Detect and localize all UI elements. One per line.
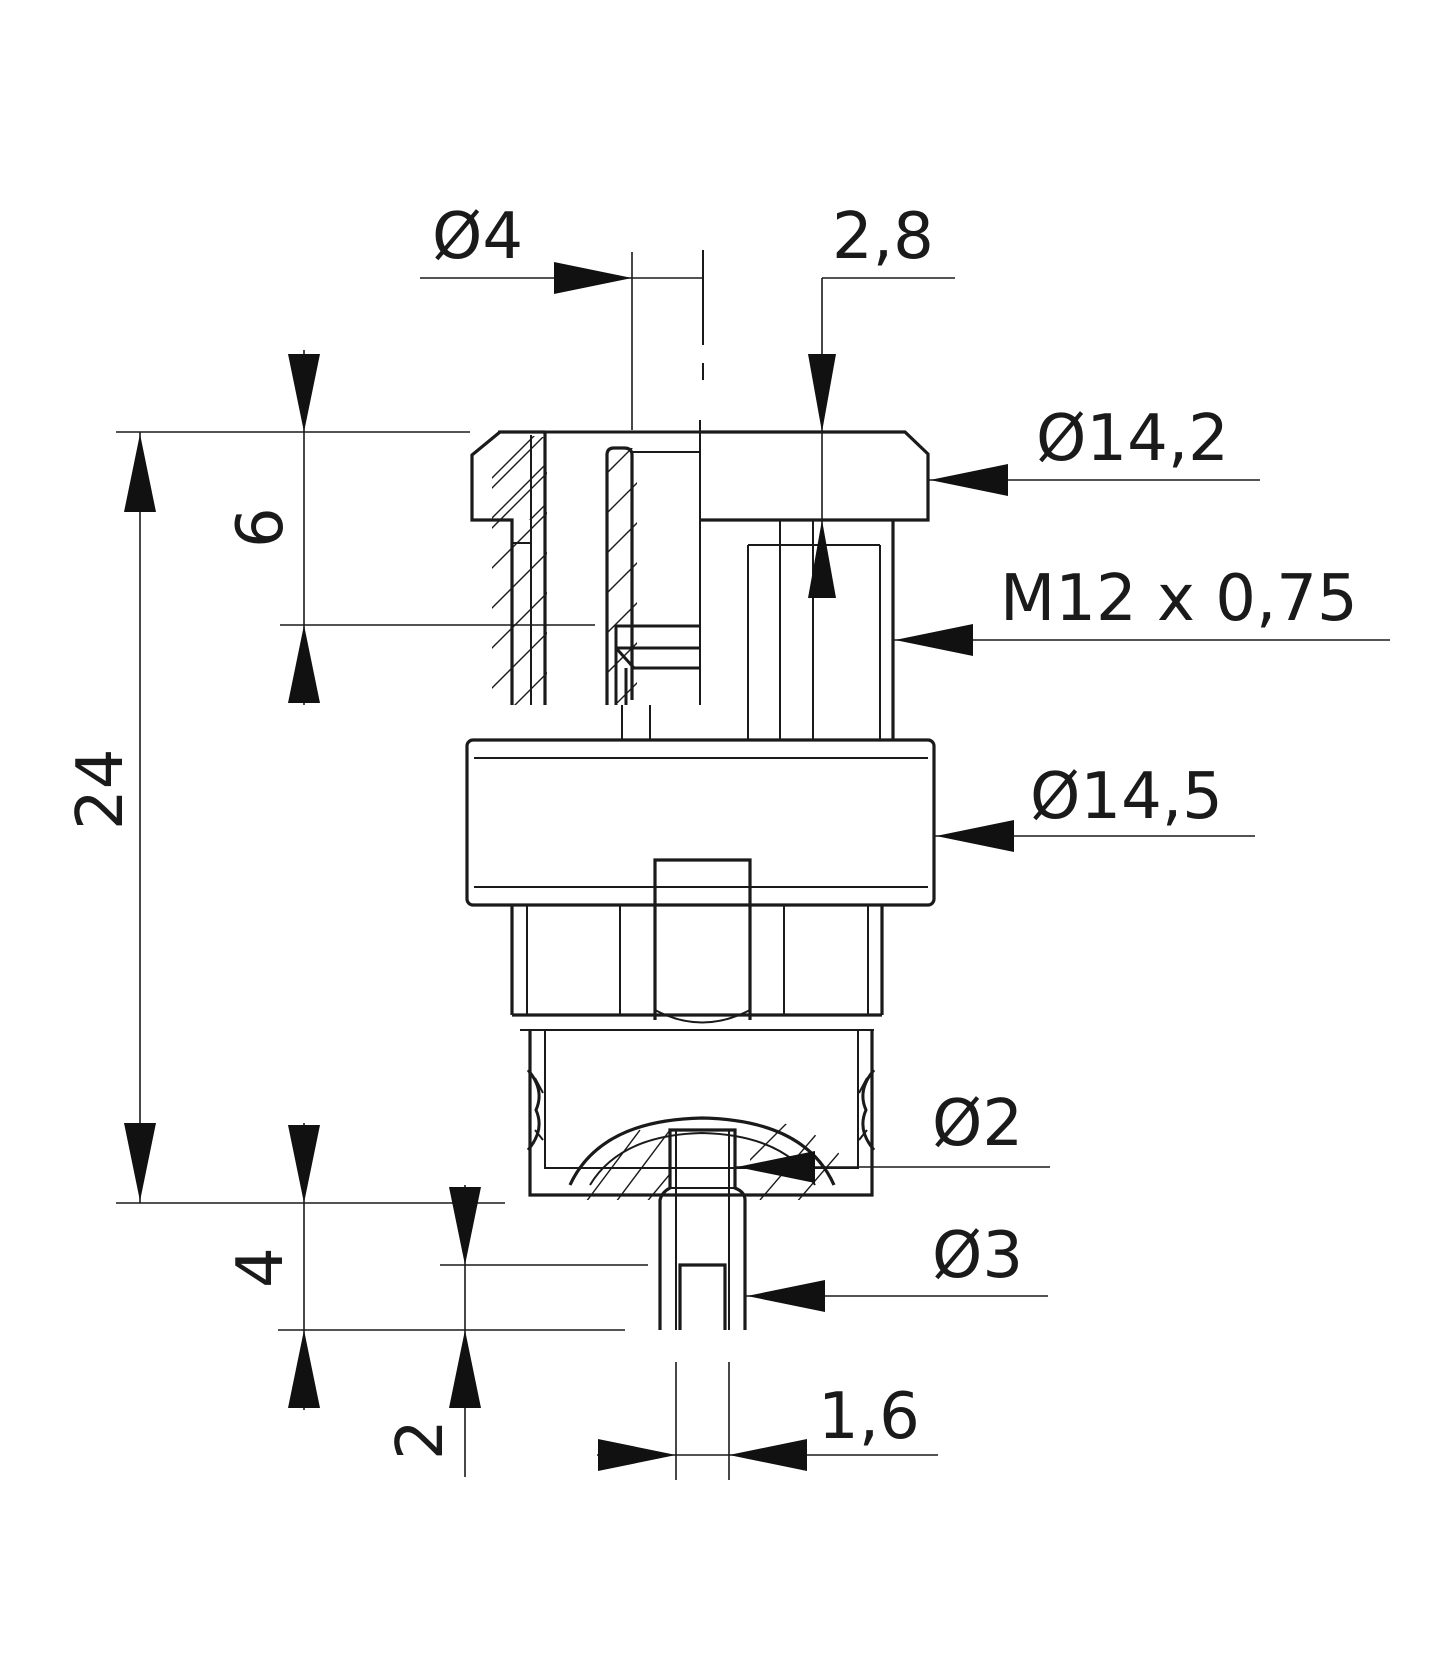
hex-nut <box>465 738 936 907</box>
label-h6: 6 <box>224 507 298 548</box>
thread-section <box>747 520 895 740</box>
contact-pin <box>658 1128 747 1330</box>
label-h24: 24 <box>64 749 138 830</box>
dimension-labels: Ø4 2,8 Ø14,2 M12 x 0,75 Ø14,5 Ø2 Ø3 1,6 … <box>64 200 1358 1460</box>
lower-body <box>510 858 884 1031</box>
label-d1-6: 1,6 <box>818 1380 920 1454</box>
label-h4: 4 <box>224 1247 298 1288</box>
label-d2: Ø2 <box>932 1087 1023 1161</box>
label-d2-8: 2,8 <box>832 200 934 274</box>
label-d4: Ø4 <box>432 200 523 274</box>
left-collar <box>470 430 545 705</box>
dimension-lines <box>116 252 1390 1480</box>
section-hatching <box>470 436 851 1200</box>
contact-spring <box>614 624 700 705</box>
label-d14-2: Ø14,2 <box>1036 402 1229 476</box>
top-flange <box>700 430 930 522</box>
label-d3: Ø3 <box>932 1219 1023 1293</box>
terminal-base <box>526 1030 876 1197</box>
inner-sleeve <box>605 446 634 705</box>
label-thread: M12 x 0,75 <box>1000 562 1358 636</box>
connector-body <box>465 250 936 1330</box>
label-h2: 2 <box>384 1419 458 1460</box>
label-d14-5: Ø14,5 <box>1030 760 1223 834</box>
